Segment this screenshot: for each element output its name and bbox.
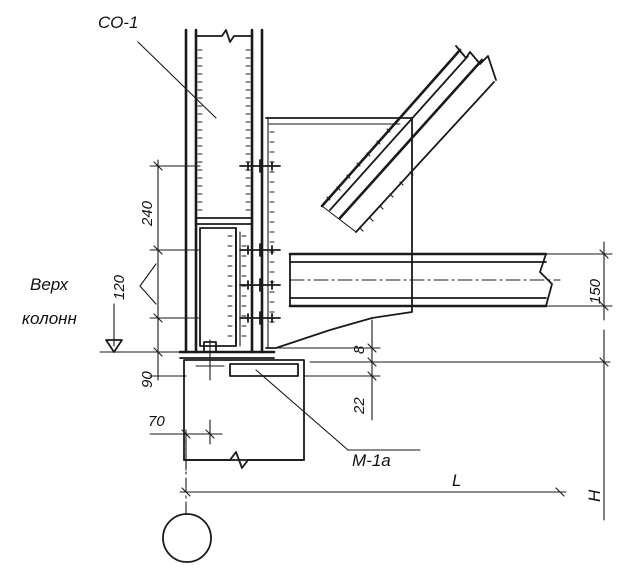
bolt-row [239, 159, 281, 325]
label-top-line1: Верх [30, 275, 69, 294]
dim-22: 22 [351, 397, 368, 415]
column [184, 28, 264, 354]
dim-90: 90 [139, 371, 156, 388]
diagonal-brace [320, 45, 497, 233]
label-top-line2: колонн [22, 309, 78, 328]
dim-120: 120 [111, 274, 128, 300]
label-L: L [452, 471, 461, 490]
label-m1a: М-1а [352, 451, 391, 470]
label-co1: СО-1 [98, 13, 138, 32]
dimension-lines [99, 159, 613, 521]
label-H: H [585, 489, 604, 502]
leaders [137, 41, 421, 451]
dim-70: 70 [148, 413, 165, 430]
gusset-plate [265, 117, 413, 349]
paper-sheet [8, 8, 642, 575]
dim-150: 150 [587, 278, 604, 304]
dim-8: 8 [351, 345, 368, 354]
dim-240: 240 [139, 200, 156, 227]
horizontal-beam [288, 252, 561, 308]
